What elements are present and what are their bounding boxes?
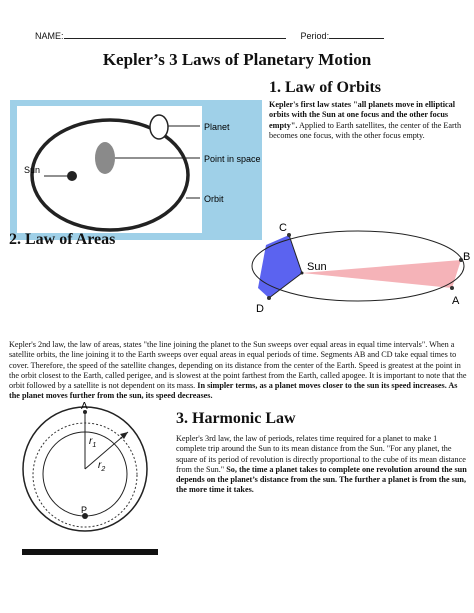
period-label: Period: [300,31,330,41]
law2-paragraph: Kepler's 2nd law, the law of areas, stat… [9,255,467,402]
label-c: C [279,222,287,234]
label-sun: Sun [307,261,327,273]
ground-bar [22,549,158,555]
law1-heading: 1. Law of Orbits [269,79,381,96]
point-a [83,410,87,414]
outer-orbit [22,406,148,532]
name-label: NAME: [35,31,64,41]
point-a [450,286,454,290]
law1-paragraph: Kepler's first law states "all planets m… [269,100,467,141]
area-cd [258,235,302,298]
worksheet-header: NAME: Period: [35,29,385,41]
sun-focus [67,171,77,181]
sun-point [300,271,304,275]
law3-paragraph: Kepler's 3rd law, the law of periods, re… [176,434,468,496]
planet-label: Planet [204,122,230,132]
label-b: B [463,251,470,263]
line-sun-d [268,272,303,299]
planet [149,114,169,140]
label-a: A [452,295,460,307]
period-blank-line [329,29,385,39]
law2-text: Kepler's 2nd law, the law of areas, stat… [9,340,467,391]
law1-text: Applied to Earth satellites, the center … [269,120,462,140]
label-a: A [81,402,88,412]
point-c [287,233,291,237]
orbit-ellipse [251,230,465,302]
law2-heading: 2. Law of Areas [9,231,116,248]
law-of-areas-diagram: C Sun B D A [251,222,470,315]
point-p [82,513,88,519]
point-d [267,296,271,300]
radius-r2 [84,431,129,470]
name-blank-line [63,29,286,39]
label-r2: r2 [98,460,105,473]
label-p: P [81,505,87,515]
orbit-diagram: Planet Sun Point in space Orbit [10,100,262,240]
harmonic-law-diagram: A r1 r2 P [22,402,158,555]
law1-bold-text: Kepler's first law states "all planets m… [269,100,456,130]
law3-bold-text: So, the time a planet takes to complete … [176,464,467,495]
page-title: Kepler’s 3 Laws of Planetary Motion [102,50,372,69]
law2-bold-text: In simpler terms, as a planet moves clos… [9,381,458,401]
label-d: D [256,303,264,315]
law2-diagram-space [249,255,467,340]
sun-label: Sun [24,165,40,175]
law3-heading: 3. Harmonic Law [176,410,296,427]
law2-diagram-spacer-left [9,255,249,340]
point-b [459,258,463,262]
orbit-label: Orbit [204,194,224,204]
empty-focus-point [95,142,115,174]
elliptical-orbit [30,118,190,232]
area-ab [302,260,461,288]
point-in-space-label: Point in space [204,154,261,164]
r2-arrowhead [120,432,128,439]
label-r1: r1 [89,436,96,449]
line-sun-c [288,234,303,274]
law3-text: Kepler's 3rd law, the law of periods, re… [176,434,466,474]
